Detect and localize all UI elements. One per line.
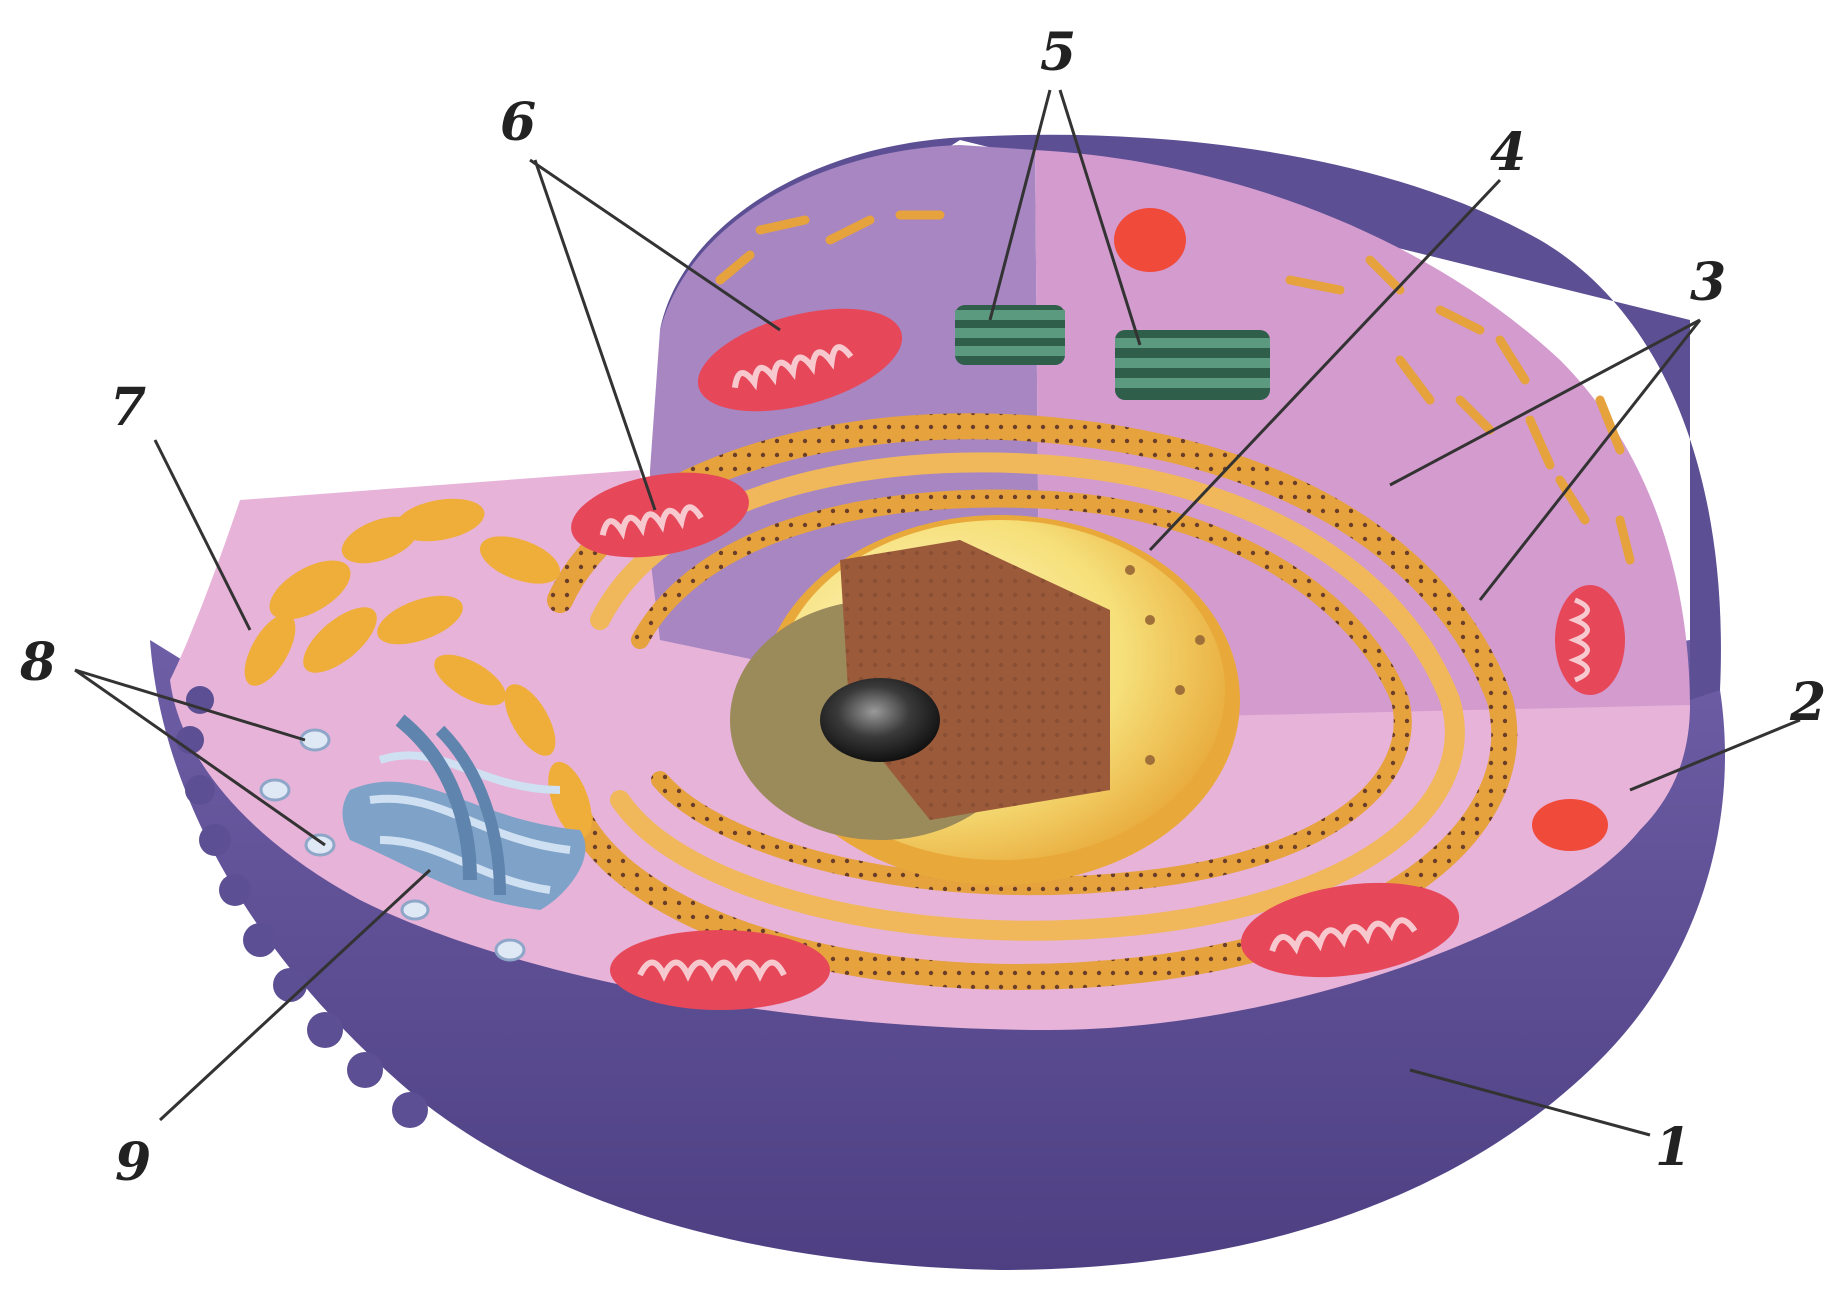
mitochondrion xyxy=(610,930,830,1010)
mitochondrion xyxy=(1555,585,1625,695)
centriole xyxy=(955,305,1065,365)
label-1: 1 xyxy=(1655,1117,1691,1178)
label-9: 9 xyxy=(115,1132,151,1193)
label-5: 5 xyxy=(1040,22,1076,83)
label-4: 4 xyxy=(1490,122,1526,183)
nucleolus xyxy=(820,678,940,762)
leader-6b xyxy=(535,160,655,510)
label-2: 2 xyxy=(1789,672,1826,733)
label-3: 3 xyxy=(1690,252,1726,313)
label-6: 6 xyxy=(500,92,536,153)
label-7: 7 xyxy=(110,377,146,438)
label-8: 8 xyxy=(19,632,56,693)
